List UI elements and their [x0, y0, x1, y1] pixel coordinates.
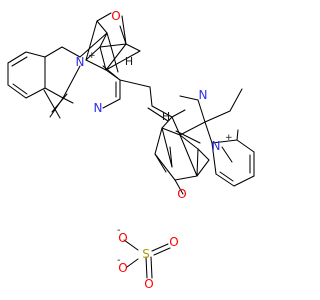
charge-plus-bottom: + — [225, 133, 233, 143]
atom-oxygen-furan-top: O — [111, 9, 120, 23]
upper-ring-system-bonds — [7, 12, 173, 122]
atom-oxygen-furan-bottom: O — [177, 187, 186, 201]
atom-nitrogen-cation-top: N — [76, 55, 85, 69]
atom-sulfur: S — [142, 247, 150, 261]
lower-ring-system-bonds — [154, 88, 255, 195]
atom-oxygen-sulfate-bottom: O — [144, 277, 153, 291]
charge-minus-lower: - — [117, 255, 121, 266]
atom-hydrogen-center: H — [162, 110, 170, 123]
atom-hydrogen-top: H — [125, 55, 133, 68]
atom-labels: N + N O H H N N + O O - O - S O O — [76, 9, 233, 291]
molecule-structure-diagram: N + N O H H N N + O O - O - S O O — [7, 9, 255, 291]
atom-oxygen-sulfate-lower: O — [118, 261, 127, 275]
atom-oxygen-sulfate-upper: O — [118, 231, 127, 245]
atom-nitrogen-pyrimidine-bottom: N — [199, 88, 208, 102]
atom-nitrogen-pyrimidine-top: N — [94, 101, 103, 115]
charge-plus-top: + — [88, 51, 96, 61]
atom-nitrogen-cation-bottom: N — [212, 139, 221, 153]
sulfate-bonds — [123, 239, 171, 279]
charge-minus-upper: - — [117, 225, 121, 236]
atom-oxygen-sulfate-right: O — [169, 235, 178, 249]
